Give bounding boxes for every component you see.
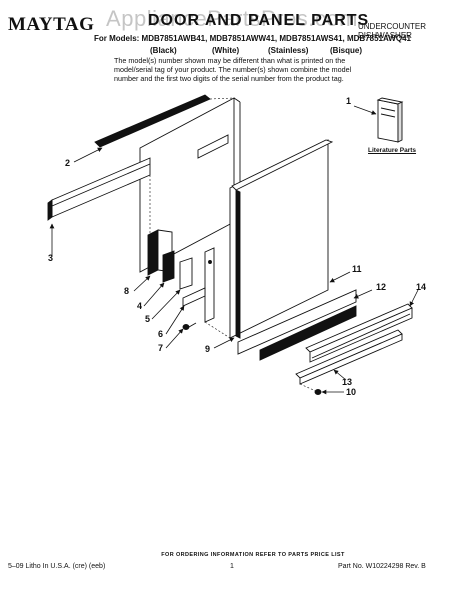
- literature-parts-booklet: [376, 97, 404, 143]
- watermark: AppliancePartsPros.com: [106, 6, 358, 31]
- part-7-screw: [182, 322, 197, 330]
- callout-4: 4: [137, 301, 143, 311]
- callout-2: 2: [65, 158, 71, 168]
- literature-parts-label: Literature Parts: [368, 147, 417, 154]
- variant-black: (Black): [150, 46, 177, 55]
- part-number: Part No. W10224298 Rev. B: [338, 563, 426, 570]
- models-line: For Models: MDB7851AWB41, MDB7851AWW41, …: [94, 34, 411, 43]
- part-6-hinge-bracket: [182, 247, 215, 323]
- callout-8: 8: [124, 286, 130, 296]
- model-note: The model(s) number shown may be differe…: [114, 56, 352, 83]
- part-13-toe-panel: [295, 329, 403, 385]
- ordering-info: FOR ORDERING INFORMATION REFER TO PARTS …: [161, 552, 345, 558]
- part-14-kick-plate: [305, 303, 413, 363]
- part-5-bracket: [179, 257, 193, 290]
- callout-6: 6: [158, 329, 164, 339]
- page-number: 1: [230, 563, 234, 570]
- product-type-line2: DISHWASHER: [358, 31, 412, 40]
- page-title: DOOR AND PANEL PARTS: [148, 12, 370, 29]
- litho-info: 5–09 Litho In U.S.A. (cre) (eeb): [8, 563, 106, 570]
- callout-14: 14: [416, 282, 427, 292]
- callout-12: 12: [376, 282, 387, 292]
- part-3-lower-trim: [47, 157, 151, 221]
- variant-stainless: (Stainless): [268, 46, 309, 55]
- callout-5: 5: [145, 314, 151, 324]
- part-9-outer-door-panel: [229, 139, 334, 339]
- callout-9: 9: [205, 344, 211, 354]
- brand-logo: MAYTAG: [8, 14, 95, 35]
- callout-11: 11: [352, 264, 362, 274]
- product-type: UNDERCOUNTER DISHWASHER: [358, 22, 458, 40]
- variant-bisque: (Bisque): [330, 46, 362, 55]
- callout-10: 10: [346, 387, 357, 397]
- product-type-line1: UNDERCOUNTER: [358, 22, 426, 31]
- part-4-bracket: [162, 250, 175, 283]
- callout-13: 13: [342, 377, 353, 387]
- callout-1: 1: [346, 96, 352, 106]
- callout-3: 3: [48, 253, 54, 263]
- variant-white: (White): [212, 46, 240, 55]
- part-12-door-trim: [237, 289, 357, 361]
- part-10-screw: [314, 389, 322, 395]
- callout-7: 7: [158, 343, 164, 353]
